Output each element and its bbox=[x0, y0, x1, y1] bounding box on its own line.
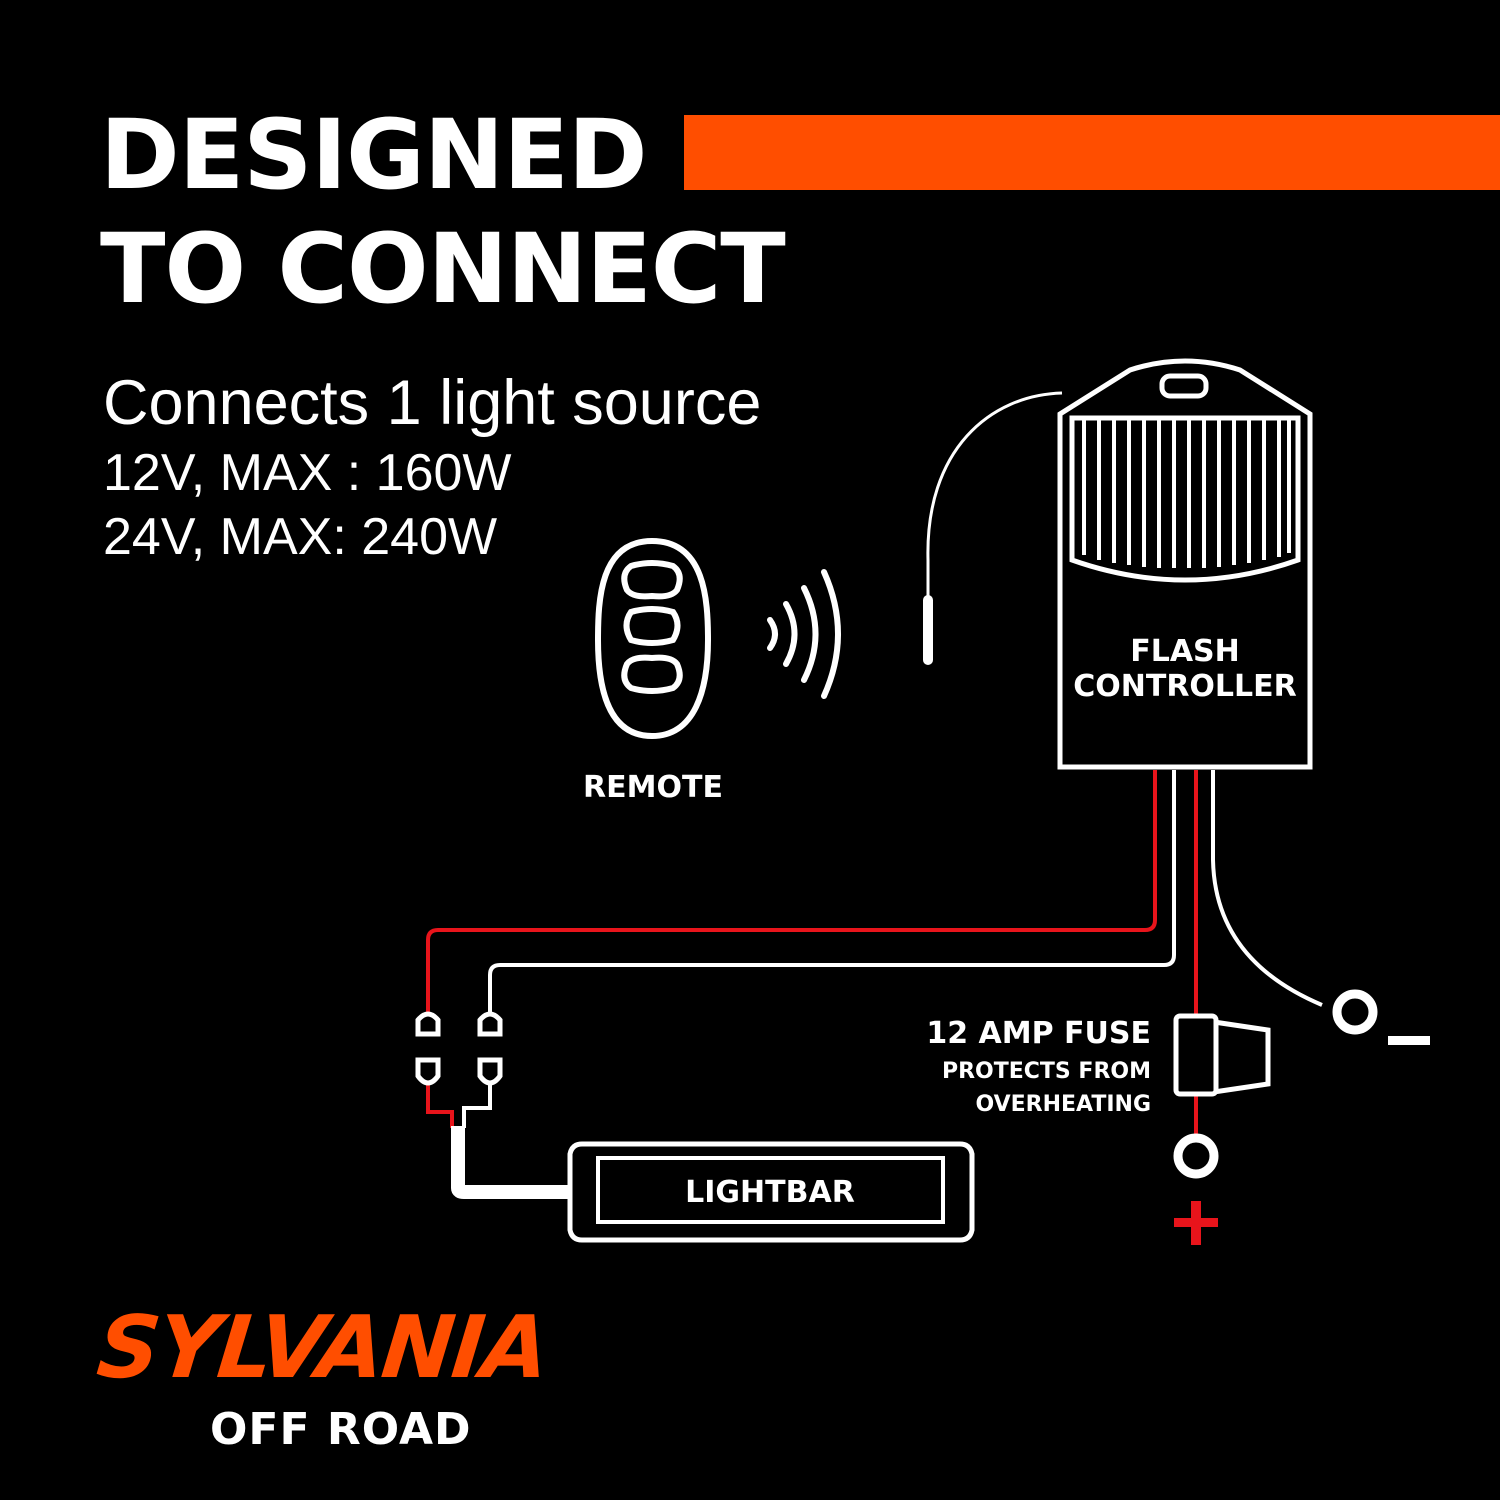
brand-subline: OFF ROAD bbox=[210, 1404, 472, 1455]
lightbar-cable bbox=[451, 1126, 572, 1199]
flash-controller-icon bbox=[1057, 358, 1313, 770]
headline: DESIGNED TO CONNECT bbox=[100, 98, 786, 326]
controller-label-controller: CONTROLLER bbox=[1073, 669, 1297, 704]
headline-line-2: TO CONNECT bbox=[100, 213, 786, 325]
spec-12v: 12V, MAX : 160W bbox=[103, 444, 512, 502]
accent-bar bbox=[684, 115, 1500, 190]
spec-title: Connects 1 light source bbox=[103, 368, 762, 438]
fuse-label: 12 AMP FUSE bbox=[926, 1016, 1151, 1051]
fuse-note-line-1: PROTECTS FROM bbox=[942, 1059, 1151, 1084]
brand-logo: SYLVANIA bbox=[92, 1298, 553, 1398]
lightbar-icon bbox=[567, 1141, 975, 1243]
lightbar-label: LIGHTBAR bbox=[685, 1175, 855, 1210]
fuse-icon bbox=[1173, 1013, 1271, 1097]
positive-terminal-icon bbox=[1173, 1133, 1219, 1179]
antenna-wire bbox=[923, 391, 1063, 665]
remote-icon bbox=[594, 537, 712, 740]
signal-waves-icon bbox=[767, 569, 841, 699]
white-wire-to-negative bbox=[1211, 770, 1323, 1007]
headline-line-1: DESIGNED bbox=[100, 99, 648, 211]
controller-label-flash: FLASH bbox=[1130, 634, 1240, 669]
fuse-note-line-2: OVERHEATING bbox=[975, 1092, 1151, 1117]
red-wire-to-lightbar bbox=[426, 770, 1157, 1128]
negative-symbol-icon bbox=[1388, 1036, 1430, 1045]
connector-icon bbox=[415, 1011, 503, 1086]
white-wire-to-lightbar bbox=[462, 770, 1176, 1128]
spec-24v: 24V, MAX: 240W bbox=[103, 508, 498, 566]
negative-terminal-icon bbox=[1332, 989, 1378, 1035]
remote-label: REMOTE bbox=[583, 770, 723, 805]
positive-symbol-icon bbox=[1174, 1201, 1218, 1245]
